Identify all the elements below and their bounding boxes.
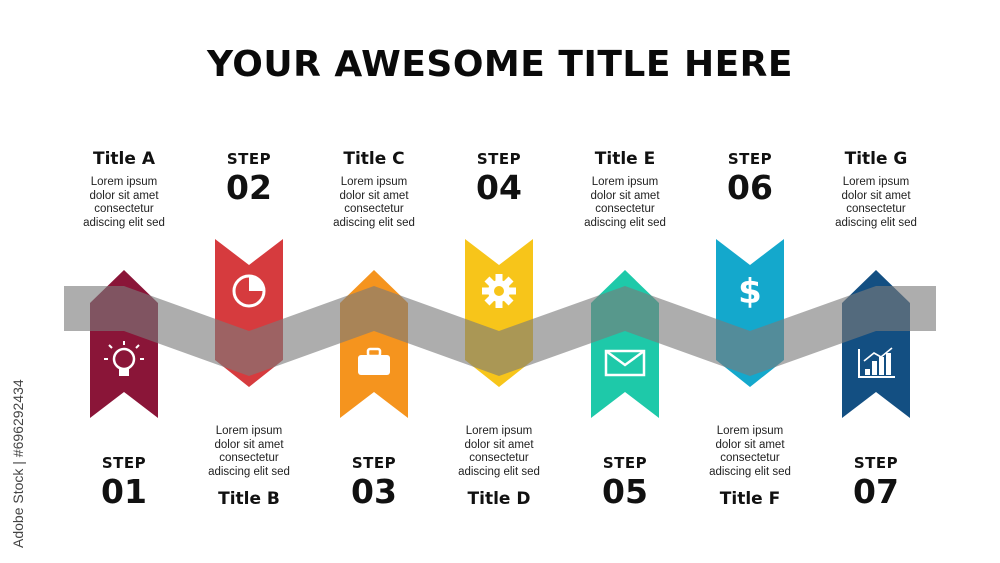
step-number: 07: [853, 472, 899, 511]
step-number: 02: [226, 168, 272, 207]
step-title: Title E: [594, 149, 656, 169]
envelope-icon: [604, 349, 646, 377]
step-description-line: adiscing elit sed: [584, 216, 666, 229]
step-description-line: Lorem ipsum: [90, 176, 158, 188]
step-description-line: consectetur: [720, 452, 780, 465]
step-description-line: consectetur: [94, 203, 154, 216]
step-description-line: Lorem ipsum: [591, 176, 659, 188]
pie-chart-icon: [232, 274, 266, 308]
step-description-line: dolor sit amet: [590, 189, 660, 202]
briefcase-icon: [358, 347, 390, 375]
step-title: Title C: [343, 149, 405, 169]
step-description-line: dolor sit amet: [464, 438, 534, 451]
step-number: 01: [101, 472, 147, 511]
bar-chart-icon: [858, 347, 895, 378]
step-description-line: adiscing elit sed: [333, 216, 415, 229]
step-title: Title B: [218, 489, 280, 509]
step-title: Title F: [719, 489, 781, 509]
dollar-icon: $: [738, 272, 762, 312]
step-number: 04: [476, 168, 522, 207]
step-description-line: consectetur: [595, 203, 655, 216]
step-description-line: Lorem ipsum: [842, 176, 910, 188]
step-label: STEP: [602, 454, 648, 472]
step-description-line: dolor sit amet: [841, 189, 911, 202]
step-number: 06: [727, 168, 773, 207]
step-label: STEP: [727, 150, 773, 168]
step-title: Title A: [93, 149, 155, 169]
step-label: STEP: [101, 454, 147, 472]
step-description-line: dolor sit amet: [89, 189, 159, 202]
step-description-line: dolor sit amet: [214, 438, 284, 451]
step-description-line: Lorem ipsum: [465, 425, 533, 437]
step-description-line: adiscing elit sed: [83, 216, 165, 229]
step-label: STEP: [853, 454, 899, 472]
step-description-line: dolor sit amet: [715, 438, 785, 451]
step-description-line: adiscing elit sed: [835, 216, 917, 229]
step-description-line: adiscing elit sed: [208, 465, 290, 478]
step-description-line: consectetur: [469, 452, 529, 465]
step-number: 03: [351, 472, 397, 511]
svg-text:$: $: [738, 272, 762, 312]
step-title: Title G: [844, 149, 908, 169]
gear-icon: [482, 274, 516, 308]
step-description-line: consectetur: [344, 203, 404, 216]
side-caption: Adobe Stock | #696292434: [10, 379, 26, 548]
step-description-line: adiscing elit sed: [458, 465, 540, 478]
step-label: STEP: [476, 150, 522, 168]
step-number: 05: [602, 472, 648, 511]
step-label: STEP: [351, 454, 397, 472]
step-description-line: consectetur: [219, 452, 279, 465]
lightbulb-icon: [104, 341, 144, 376]
step-description-line: Lorem ipsum: [716, 425, 784, 437]
page-title: YOUR AWESOME TITLE HERE: [206, 44, 793, 85]
zigzag-band: [64, 286, 936, 376]
step-label: STEP: [226, 150, 272, 168]
step-description-line: Lorem ipsum: [340, 176, 408, 188]
step-description-line: dolor sit amet: [339, 189, 409, 202]
step-description-line: Lorem ipsum: [215, 425, 283, 437]
step-description-line: adiscing elit sed: [709, 465, 791, 478]
step-description-line: consectetur: [846, 203, 906, 216]
step-title: Title D: [467, 489, 531, 509]
